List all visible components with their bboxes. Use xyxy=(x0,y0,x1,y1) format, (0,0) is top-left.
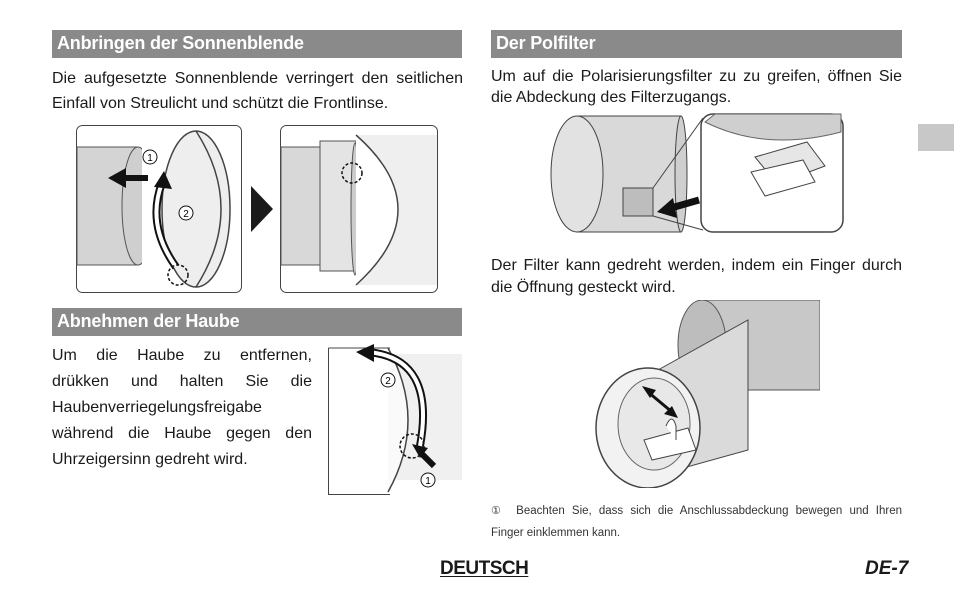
callout-2: 2 xyxy=(183,209,189,220)
figure-hood-attached xyxy=(280,125,438,293)
section-heading-remove-hood: Abnehmen der Haube xyxy=(57,311,240,331)
callout-1: 1 xyxy=(147,153,153,164)
paragraph-polarizer-rotate: Der Filter kann gedreht werden, indem ei… xyxy=(491,257,902,296)
paragraph-polarizer-open: Um auf die Polarisierungsfilter zu zu gr… xyxy=(491,68,902,106)
chapter-tab xyxy=(918,124,954,151)
section-heading-bar: Anbringen der Sonnenblende xyxy=(52,30,462,58)
section-heading-bar: Abnehmen der Haube xyxy=(52,308,462,336)
section-heading-attach-hood: Anbringen der Sonnenblende xyxy=(57,33,304,53)
caution-icon: ① xyxy=(491,505,501,517)
page-number: DE-7 xyxy=(865,558,909,579)
footer-language: DEUTSCH xyxy=(440,558,529,579)
paragraph-attach-hood: Die aufgesetzte Sonnenblende verringert … xyxy=(52,70,463,112)
callout-1: 1 xyxy=(425,476,431,487)
arrow-next-icon xyxy=(251,186,273,232)
section-heading-bar: Der Polfilter xyxy=(491,30,902,58)
figure-filter-window xyxy=(545,112,845,236)
figure-hood-attach-step: 1 2 xyxy=(76,125,242,293)
section-heading-polarizer: Der Polfilter xyxy=(496,33,596,53)
caution-note: ① Beachten Sie, dass sich die Anschlussa… xyxy=(491,500,902,544)
figure-hood-remove: 2 1 xyxy=(328,340,462,495)
figure-filter-rotate xyxy=(592,300,820,488)
callout-2: 2 xyxy=(385,376,391,387)
paragraph-remove-hood: Um die Haube zu entfernen, drükken und h… xyxy=(52,347,312,468)
caution-note-text: Beachten Sie, dass sich die Anschlussabd… xyxy=(491,505,902,539)
